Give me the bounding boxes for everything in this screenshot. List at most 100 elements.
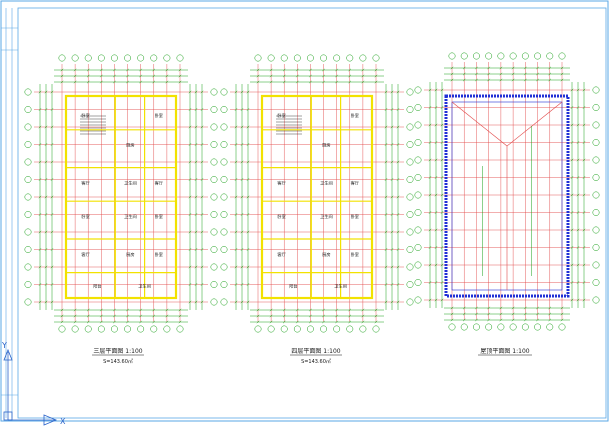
dimension-tick — [188, 265, 192, 269]
dimension-tick — [570, 228, 574, 232]
dimension-tick — [38, 125, 42, 129]
room-label: 卧室 — [351, 213, 359, 220]
dimension-tick — [194, 108, 198, 111]
dimension-tick — [361, 74, 365, 78]
dimension-tick — [582, 176, 586, 179]
dimension-tick — [50, 283, 54, 286]
dimension-tick — [194, 143, 198, 146]
dimension-tick — [582, 211, 586, 214]
axis-bubble — [406, 211, 414, 218]
dimension-tick — [536, 66, 539, 70]
dimension-tick — [390, 195, 394, 199]
axis-bubble — [592, 139, 600, 146]
dimension-tick — [126, 74, 129, 78]
axis-bubble — [210, 88, 218, 96]
dimension-tick — [234, 213, 238, 216]
dimension-tick — [50, 265, 54, 269]
dimension-tick — [576, 211, 580, 214]
room-label: 卫生间 — [124, 213, 137, 220]
dimension-tick — [234, 125, 238, 129]
dimension-tick — [576, 176, 580, 179]
dimension-tick — [536, 78, 539, 82]
dimension-tick — [462, 78, 466, 82]
dimension-tick — [194, 248, 198, 251]
dimension-tick — [475, 318, 478, 322]
dimension-tick — [178, 68, 182, 72]
dimension-tick — [450, 72, 454, 76]
dimension-tick — [396, 178, 400, 181]
dimension-tick — [396, 143, 400, 146]
dimension-tick — [548, 306, 552, 310]
dimension-tick — [440, 281, 444, 284]
axis-bubble — [406, 123, 414, 131]
axis-bubble — [110, 325, 118, 333]
axis-bubble — [546, 52, 554, 60]
dimension-tick — [44, 213, 48, 216]
dimension-tick — [384, 265, 388, 269]
dimension-tick — [440, 193, 444, 197]
dimension-tick — [536, 306, 539, 310]
plan-area: S=143.60㎡ — [103, 358, 133, 365]
dimension-tick — [246, 160, 250, 164]
plan-dimension-lines — [234, 68, 400, 324]
axis-bubble — [124, 325, 132, 333]
dimension-tick — [38, 108, 42, 111]
dimension-tick — [165, 308, 169, 312]
dimension-tick — [38, 213, 42, 216]
dimension-tick — [475, 72, 478, 76]
dimension-tick — [582, 88, 586, 92]
plan-grid-lines — [230, 64, 404, 322]
dimension-tick — [44, 195, 48, 199]
axis-bubble — [306, 325, 314, 333]
dimension-tick — [44, 265, 48, 269]
dimension-tick — [73, 308, 77, 312]
dimension-tick — [234, 195, 238, 199]
dimension-tick — [390, 125, 394, 129]
dimension-tick — [38, 195, 42, 199]
axis-bubble — [448, 323, 456, 331]
dimension-tick — [152, 308, 156, 312]
axis-bubble — [220, 88, 228, 96]
axis-bubble — [24, 106, 32, 113]
axis-bubble — [176, 325, 184, 333]
dimension-tick — [384, 143, 388, 146]
dimension-tick — [536, 318, 539, 322]
dimension-tick — [361, 80, 365, 84]
dimension-tick — [38, 248, 42, 251]
dimension-tick — [428, 263, 432, 267]
axis-bubble — [210, 176, 218, 183]
dimension-tick — [240, 265, 244, 269]
dimension-tick — [246, 195, 250, 199]
dimension-tick — [86, 80, 90, 84]
axis-bubble — [414, 174, 422, 181]
axis-bubble — [346, 54, 354, 62]
dimension-tick — [188, 283, 192, 286]
dimension-tick — [322, 314, 325, 318]
dimension-tick — [390, 143, 394, 146]
axis-bubble — [210, 158, 218, 166]
axis-bubble — [97, 54, 105, 62]
dimension-tick — [86, 68, 90, 72]
axis-bubble — [333, 325, 341, 333]
dimension-tick — [487, 72, 491, 76]
dimension-tick — [194, 213, 198, 216]
axis-bubble — [24, 88, 32, 96]
dimension-tick — [396, 265, 400, 269]
room-label: 卧室 — [351, 251, 359, 258]
axis-bubble — [220, 281, 228, 288]
room-label: 厨房 — [126, 142, 134, 149]
dimension-tick — [434, 281, 438, 284]
dimension-tick — [240, 283, 244, 286]
axis-bubble — [220, 106, 228, 113]
dimension-tick — [440, 263, 444, 267]
dimension-tick — [194, 265, 198, 269]
dimension-tick — [384, 230, 388, 234]
dimension-tick — [309, 320, 312, 324]
axis-bubble — [497, 52, 505, 60]
room-label: 客厅 — [81, 251, 89, 258]
axis-bubble — [84, 54, 92, 62]
dimension-tick — [335, 74, 339, 78]
axis-bubble — [163, 325, 171, 333]
dimension-tick — [440, 88, 444, 92]
dimension-tick — [428, 176, 432, 179]
